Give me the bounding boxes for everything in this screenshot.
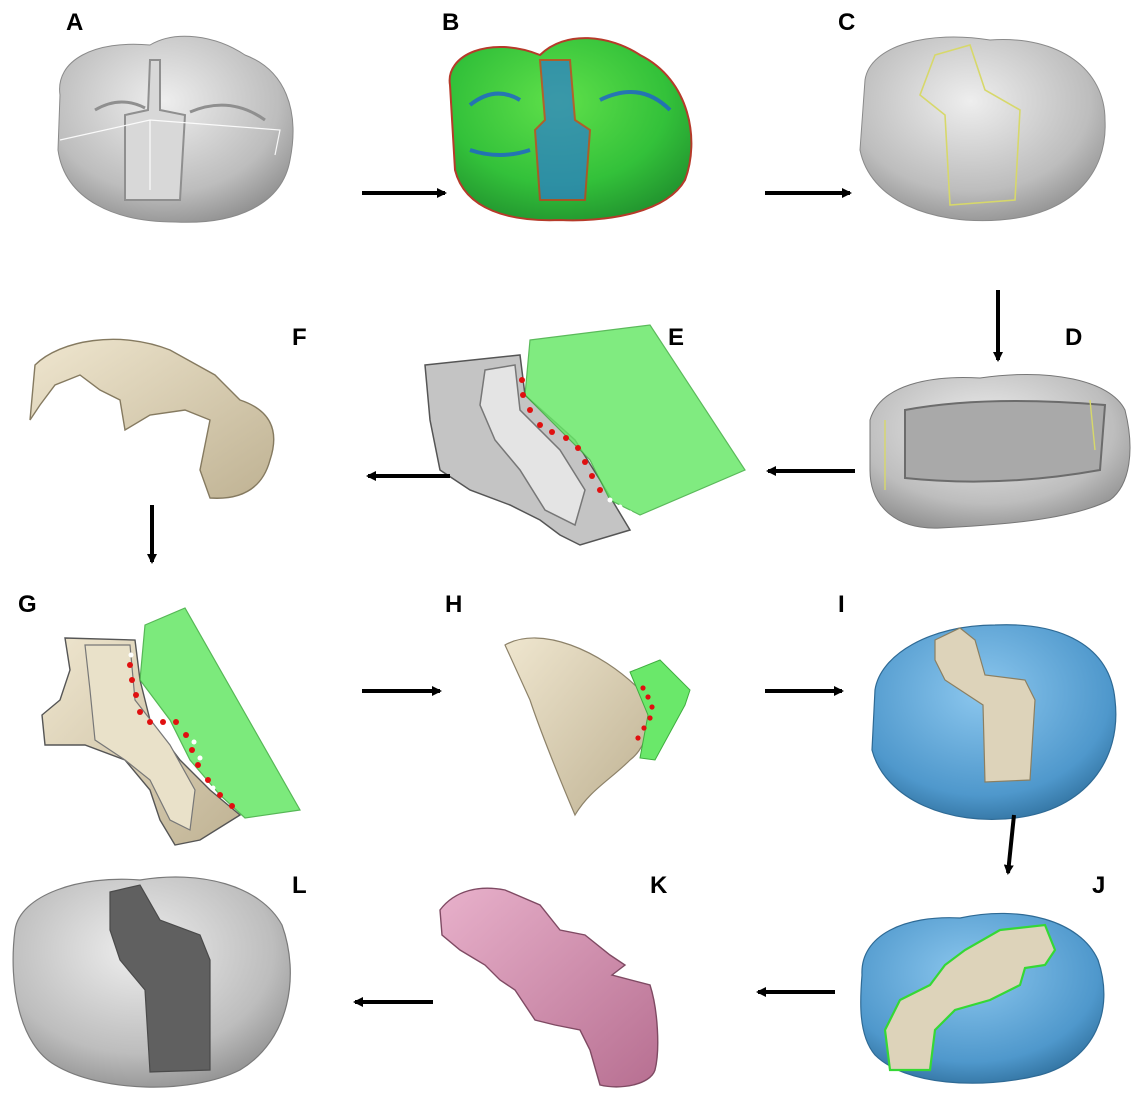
panel-b: B xyxy=(442,9,691,220)
panel-i-label: I xyxy=(838,591,845,618)
tooth-c-crown xyxy=(860,37,1105,221)
arrow-i-to-j xyxy=(1008,815,1014,873)
panel-j-label: J xyxy=(1092,872,1105,899)
panel-h: H xyxy=(445,591,690,815)
panel-f-label: F xyxy=(292,324,307,351)
panel-h-label: H xyxy=(445,591,462,618)
tooth-d-cavity-wall xyxy=(905,401,1105,482)
panel-i: I xyxy=(838,591,1116,819)
panel-a-label: A xyxy=(66,9,83,36)
panel-g-label: G xyxy=(18,591,37,618)
panel-c: C xyxy=(838,9,1105,221)
panel-d-label: D xyxy=(1065,324,1082,351)
shell-f xyxy=(30,339,274,498)
wedge-h xyxy=(505,638,649,815)
panel-e: E xyxy=(425,324,745,545)
panel-a: A xyxy=(58,9,293,222)
panel-j: J xyxy=(861,872,1106,1083)
panel-b-label: B xyxy=(442,9,459,36)
panel-k-label: K xyxy=(650,872,668,899)
panel-g: G xyxy=(18,591,300,845)
panel-e-label: E xyxy=(668,324,684,351)
panel-f: F xyxy=(30,324,307,498)
panel-k: K xyxy=(440,872,668,1087)
shell-k xyxy=(440,888,658,1087)
panel-c-label: C xyxy=(838,9,855,36)
panel-l: L xyxy=(13,872,307,1087)
panel-l-label: L xyxy=(292,872,307,899)
